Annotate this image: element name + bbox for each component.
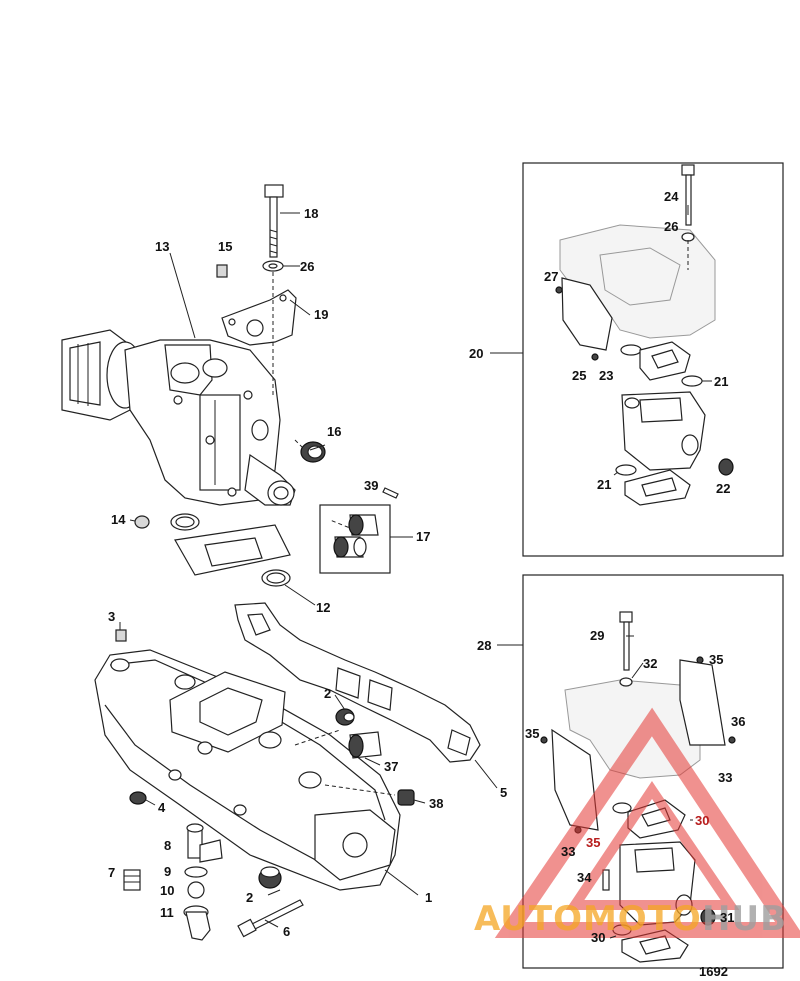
callout-36: 36 bbox=[731, 714, 745, 729]
screw-36 bbox=[728, 736, 736, 744]
callout-7: 7 bbox=[108, 865, 115, 880]
callout-1: 1 bbox=[425, 890, 432, 905]
bolt-6 bbox=[237, 899, 304, 938]
plug-15 bbox=[216, 264, 228, 278]
gasket-12 bbox=[170, 513, 291, 587]
cover-plate-33-right bbox=[679, 659, 726, 746]
exhaust-manifold-1 bbox=[94, 649, 401, 891]
sleeve-37 bbox=[348, 731, 382, 759]
automotohub-watermark bbox=[494, 707, 800, 938]
fitting-7 bbox=[123, 869, 141, 891]
screw-34 bbox=[602, 869, 610, 891]
ball-10 bbox=[187, 881, 205, 899]
callout-26-main: 26 bbox=[300, 259, 314, 274]
gasket-21-upper bbox=[620, 341, 703, 387]
callout-33-right: 33 bbox=[718, 770, 732, 785]
callout-4: 4 bbox=[158, 800, 166, 815]
callout-26-inset: 26 bbox=[664, 219, 678, 234]
callout-35-bottom: 35 bbox=[586, 835, 600, 850]
plug-4 bbox=[129, 791, 147, 805]
screw-35-top bbox=[696, 656, 704, 664]
callout-14: 14 bbox=[111, 512, 126, 527]
callout-21-upper: 21 bbox=[714, 374, 728, 389]
callout-30-upper: 30 bbox=[695, 813, 709, 828]
watermark-text-grey: HUB bbox=[702, 899, 787, 939]
callout-25: 25 bbox=[572, 368, 586, 383]
callout-29: 29 bbox=[590, 628, 604, 643]
bolt-18 bbox=[264, 184, 284, 258]
screw-35-left bbox=[540, 736, 548, 744]
inset-20-ghost-engine bbox=[559, 224, 716, 339]
gasket-21-lower bbox=[615, 464, 691, 506]
watermark-text-orange: AUTOMOTO bbox=[474, 899, 702, 939]
callout-2-lower: 2 bbox=[246, 890, 253, 905]
sleeve-22 bbox=[718, 458, 734, 476]
callout-9: 9 bbox=[164, 864, 171, 879]
callout-18: 18 bbox=[304, 206, 318, 221]
leader-lines bbox=[119, 205, 712, 939]
inset-frame-28 bbox=[522, 574, 784, 969]
callout-35-left: 35 bbox=[525, 726, 539, 741]
screw-27 bbox=[555, 286, 563, 294]
callout-5: 5 bbox=[500, 785, 507, 800]
callout-39: 39 bbox=[364, 478, 378, 493]
callout-8: 8 bbox=[164, 838, 171, 853]
callout-11: 11 bbox=[160, 905, 174, 920]
elbow-riser-assembly-13 bbox=[61, 329, 296, 506]
callout-6: 6 bbox=[283, 924, 290, 939]
plug-2-lower bbox=[258, 866, 282, 889]
screw-23 bbox=[591, 353, 599, 361]
callout-28: 28 bbox=[477, 638, 491, 653]
plug-14 bbox=[134, 515, 150, 529]
callout-2-upper: 2 bbox=[324, 686, 331, 701]
callout-23: 23 bbox=[599, 368, 613, 383]
hose-fittings-17 bbox=[333, 514, 379, 558]
figure-number: 1692 bbox=[699, 964, 728, 979]
callout-15: 15 bbox=[218, 239, 232, 254]
inset-frame-20 bbox=[522, 162, 784, 557]
callout-30-lower: 30 bbox=[591, 930, 605, 945]
bolt-29 bbox=[619, 611, 633, 671]
riser-inset-20 bbox=[621, 391, 706, 471]
bolt-24 bbox=[681, 164, 695, 226]
callout-34: 34 bbox=[577, 870, 592, 885]
callout-19: 19 bbox=[314, 307, 328, 322]
callout-13: 13 bbox=[155, 239, 169, 254]
callout-labels: 1 2 2 3 4 5 6 7 8 9 10 11 12 13 14 15 16… bbox=[108, 189, 745, 979]
callout-35-top: 35 bbox=[709, 652, 723, 667]
tee-fitting-8 bbox=[186, 823, 223, 863]
washer-32 bbox=[619, 677, 633, 687]
callout-3: 3 bbox=[108, 609, 115, 624]
callout-32: 32 bbox=[643, 656, 657, 671]
callout-16: 16 bbox=[327, 424, 341, 439]
plug-3 bbox=[115, 629, 127, 642]
callout-21-lower: 21 bbox=[597, 477, 611, 492]
callout-10: 10 bbox=[160, 883, 174, 898]
callout-31: 31 bbox=[720, 910, 734, 925]
callout-22: 22 bbox=[716, 481, 730, 496]
callout-33-left: 33 bbox=[561, 844, 575, 859]
callout-17: 17 bbox=[416, 529, 430, 544]
elbow-fitting-11 bbox=[183, 905, 211, 941]
plug-38 bbox=[397, 789, 415, 806]
manifold-gasket-5 bbox=[234, 602, 481, 763]
sleeve-16 bbox=[300, 441, 326, 463]
callout-27: 27 bbox=[544, 269, 558, 284]
bracket-19 bbox=[221, 289, 297, 346]
washer-26-inset bbox=[681, 232, 695, 242]
callout-24: 24 bbox=[664, 189, 679, 204]
callout-12: 12 bbox=[316, 600, 330, 615]
kit-box-17 bbox=[319, 504, 391, 574]
callout-20: 20 bbox=[469, 346, 483, 361]
callout-37: 37 bbox=[384, 759, 398, 774]
plug-2-upper bbox=[335, 708, 355, 726]
watermark-triangle-logo bbox=[494, 707, 800, 938]
cover-plate-25 bbox=[561, 277, 613, 351]
fitting-39 bbox=[382, 487, 399, 499]
o-ring-9 bbox=[184, 866, 208, 878]
callout-38: 38 bbox=[429, 796, 443, 811]
